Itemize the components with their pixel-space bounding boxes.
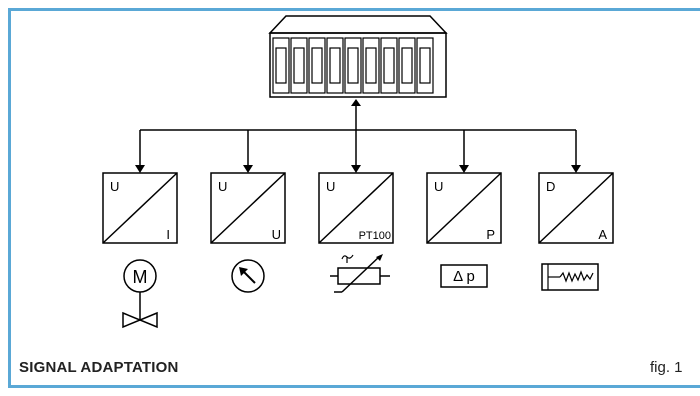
converter-5-top: D [546,179,555,194]
converter-4: U P [426,172,502,244]
converter-2: U U [210,172,286,244]
motor-icon: M [123,259,157,293]
pressure-icon: Δ p [440,264,488,288]
down-arrow-3 [351,165,361,173]
diagram-caption: SIGNAL ADAPTATION [19,359,179,376]
down-arrow-1 [135,165,145,173]
figure-number: fig. 1 [650,359,683,376]
down-arrow-4 [459,165,469,173]
figure-frame [8,8,700,388]
converter-1: U I [102,172,178,244]
converter-2-top: U [218,179,227,194]
gauge-icon [231,259,265,293]
rack-top [268,15,448,34]
down-arrow-5 [571,165,581,173]
signal-bus [139,106,577,165]
down-arrow-2 [243,165,253,173]
up-arrow [351,99,361,106]
rack-body [269,32,447,98]
converter-4-bottom: P [486,227,495,242]
converter-3-bottom: PT100 [359,230,391,242]
converter-1-top: U [110,179,119,194]
pt100-resistor-icon [330,254,390,293]
converter-3: U PT100 [318,172,394,244]
converter-5: D A [538,172,614,244]
pressure-label: Δ p [453,268,475,285]
converter-3-top: U [326,179,335,194]
converter-1-bottom: I [166,227,170,242]
converter-5-bottom: A [598,227,607,242]
rack-slots [272,37,434,94]
converter-2-bottom: U [272,227,281,242]
arrowheads [135,99,581,173]
valve-icon [122,292,158,329]
plc-rack [268,15,448,98]
motor-label: M [133,267,148,287]
recorder-icon [541,263,599,291]
converter-4-top: U [434,179,443,194]
